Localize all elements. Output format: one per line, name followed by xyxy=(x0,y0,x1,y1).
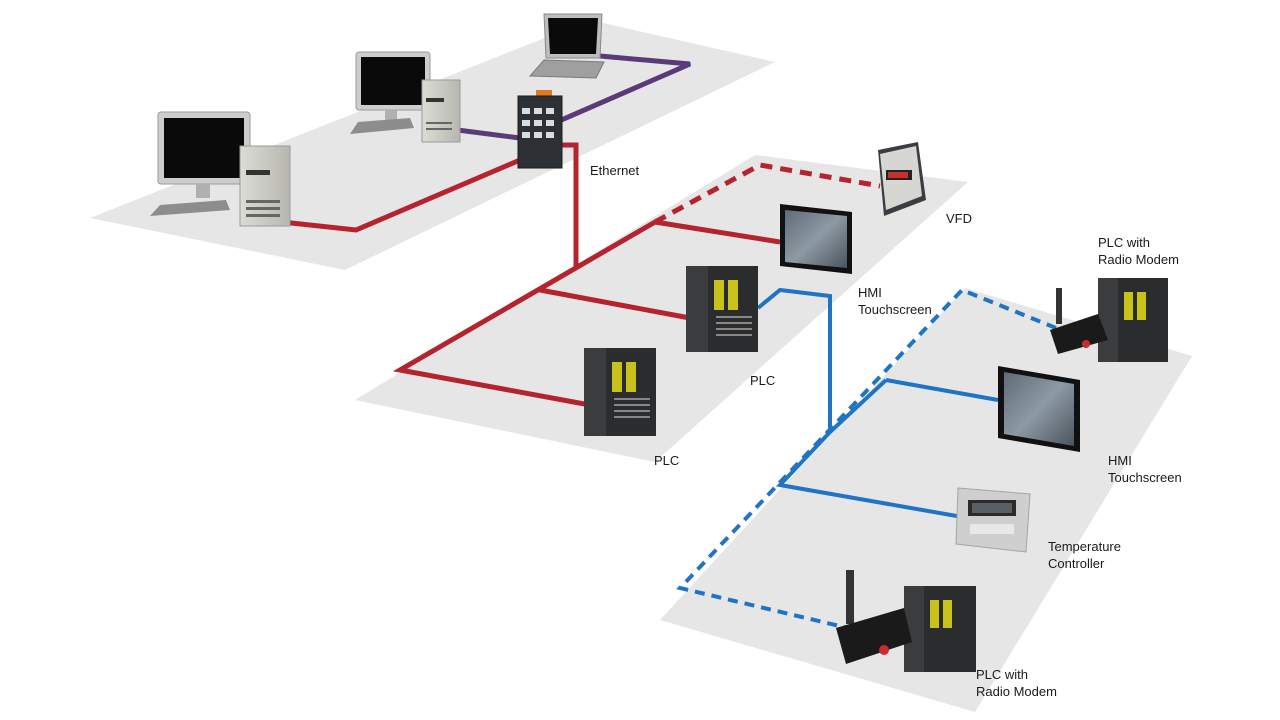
plc-middle xyxy=(686,266,758,352)
label-plc-radio-bottom-line2: Radio Modem xyxy=(976,684,1057,699)
ethernet-to-vfd xyxy=(653,162,881,225)
label-hmi-top: HMI Touchscreen xyxy=(858,284,932,318)
serial-to-hmi xyxy=(885,378,999,402)
label-vfd: VFD xyxy=(946,211,972,226)
hmi-touchscreen-top xyxy=(780,204,852,274)
label-ethernet: Ethernet xyxy=(590,163,640,178)
label-hmi-bottom: HMI Touchscreen xyxy=(1108,452,1182,486)
label-plc-radio-top-line1: PLC with xyxy=(1098,235,1151,250)
label-temperature-controller: Temperature Controller xyxy=(1048,538,1121,572)
desktop-computer-1 xyxy=(150,111,291,227)
label-hmi-bottom-line2: Touchscreen xyxy=(1108,470,1182,485)
label-hmi-bottom-line1: HMI xyxy=(1108,453,1132,468)
label-hmi-top-line1: HMI xyxy=(858,285,882,300)
label-plc-radio-bottom: PLC with Radio Modem xyxy=(976,666,1057,700)
temperature-controller xyxy=(955,487,1031,553)
label-plc-lower: PLC xyxy=(654,453,680,468)
label-temperature-controller-line2: Controller xyxy=(1048,556,1105,571)
desktop-computer-2 xyxy=(350,51,461,143)
label-plc-middle: PLC xyxy=(750,373,776,388)
plc-lower xyxy=(584,348,656,436)
radio-link xyxy=(676,287,1057,630)
plc-radio-modem-bottom xyxy=(836,570,976,672)
serial-main xyxy=(756,287,832,432)
laptop xyxy=(528,13,605,79)
label-temperature-controller-line1: Temperature xyxy=(1048,539,1121,554)
ethernet-switch xyxy=(517,90,563,169)
vfd-device xyxy=(878,142,926,216)
label-plc-radio-bottom-line1: PLC with xyxy=(976,667,1029,682)
label-hmi-top-line2: Touchscreen xyxy=(858,302,932,317)
ethernet-main xyxy=(392,219,657,408)
hmi-touchscreen-bottom xyxy=(998,366,1080,452)
plc-radio-modem-top xyxy=(1050,278,1168,362)
ethernet-to-hmi xyxy=(654,219,781,245)
label-plc-radio-top: PLC with Radio Modem xyxy=(1098,234,1179,268)
office-purple-link xyxy=(441,53,691,141)
office-red-link xyxy=(281,157,521,233)
ethernet-to-plc xyxy=(539,287,691,321)
label-plc-radio-top-line2: Radio Modem xyxy=(1098,252,1179,267)
